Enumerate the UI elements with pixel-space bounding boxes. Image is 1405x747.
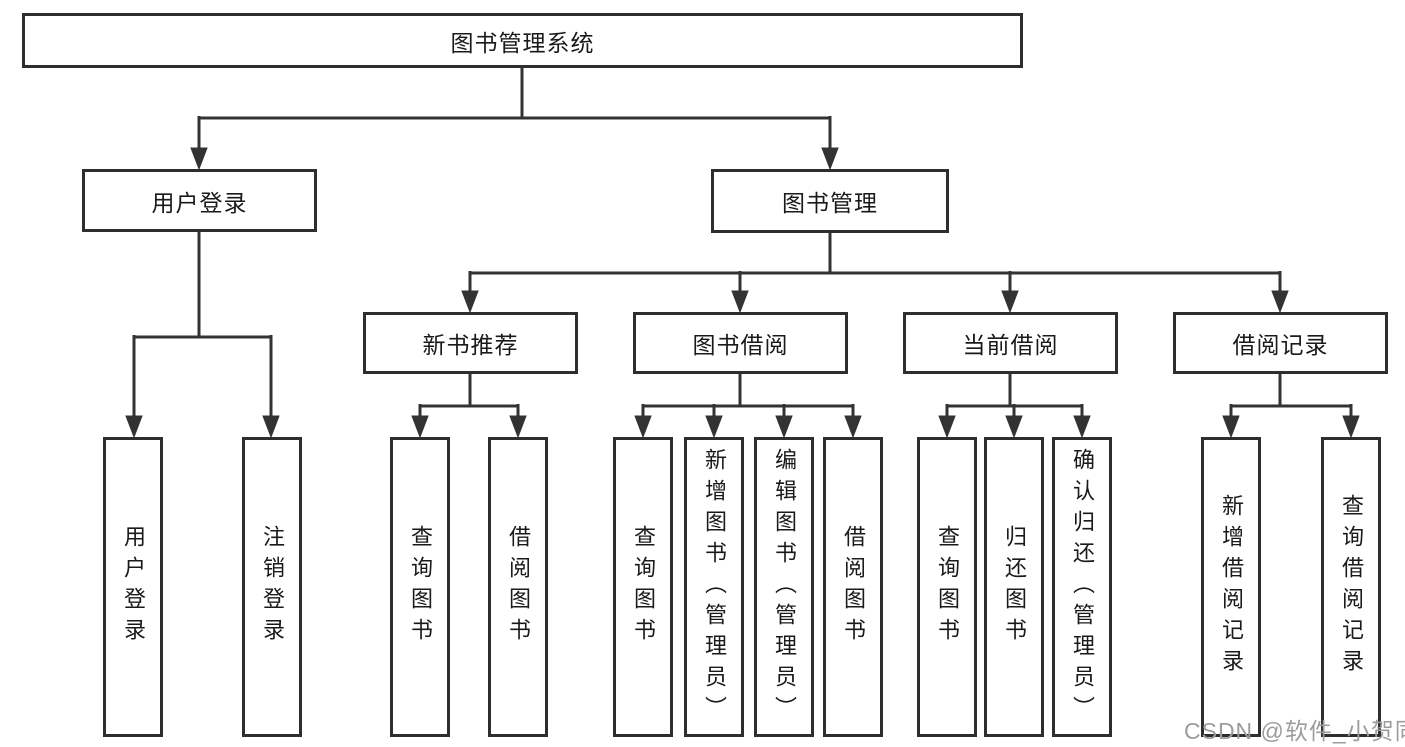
arrowhead-icon <box>190 147 208 171</box>
arrowhead-icon <box>1073 415 1091 439</box>
arrowhead-icon <box>125 415 143 439</box>
arrowhead-icon <box>821 147 839 171</box>
leaf-query-borrowing-record: 查询借阅记录 <box>1321 437 1381 737</box>
csdn-watermark: CSDN @软件_小贺同学 <box>1184 718 1405 744</box>
arrowhead-icon <box>775 415 793 439</box>
arrowhead-icon <box>1271 290 1289 314</box>
arrowhead-icon <box>1342 415 1360 439</box>
node-user-login: 用户登录 <box>82 169 317 232</box>
leaf-add-borrowing-record: 新增借阅记录 <box>1201 437 1261 737</box>
leaf-return-books: 归还图书 <box>984 437 1044 737</box>
connector-current-borrowing-to-leaves <box>945 374 1084 418</box>
leaf-edit-book-admin: 编辑图书（管理员） <box>754 437 814 737</box>
arrowhead-icon <box>262 415 280 439</box>
node-book-management: 图书管理 <box>711 169 949 233</box>
leaf-query-books-current: 查询图书 <box>917 437 977 737</box>
connector-book-management-to-level3 <box>468 233 1282 293</box>
arrowhead-icon <box>411 415 429 439</box>
arrowhead-icon <box>938 415 956 439</box>
arrowhead-icon <box>731 290 749 314</box>
leaf-user-login: 用户登录 <box>103 437 163 737</box>
connector-user-login-to-leaves <box>132 232 273 418</box>
leaf-query-books-recommend: 查询图书 <box>390 437 450 737</box>
connector-borrowing-records-to-leaves <box>1229 374 1353 418</box>
leaf-add-book-admin: 新增图书（管理员） <box>684 437 744 737</box>
node-book-borrowing: 图书借阅 <box>633 312 848 374</box>
arrowheads <box>125 147 1360 439</box>
arrowhead-icon <box>1001 290 1019 314</box>
connector-root-to-level2 <box>197 68 832 150</box>
leaf-logout: 注销登录 <box>242 437 302 737</box>
connector-book-borrowing-to-leaves <box>641 374 855 418</box>
arrowhead-icon <box>844 415 862 439</box>
arrowhead-icon <box>705 415 723 439</box>
node-new-book-recommendation: 新书推荐 <box>363 312 578 374</box>
node-library-management-system: 图书管理系统 <box>22 13 1023 68</box>
arrowhead-icon <box>461 290 479 314</box>
connector-new-book-to-leaves <box>418 374 520 418</box>
arrowhead-icon <box>509 415 527 439</box>
arrowhead-icon <box>1005 415 1023 439</box>
leaf-confirm-return-admin: 确认归还（管理员） <box>1052 437 1112 737</box>
arrowhead-icon <box>634 415 652 439</box>
node-current-borrowing: 当前借阅 <box>903 312 1118 374</box>
node-borrowing-records: 借阅记录 <box>1173 312 1388 374</box>
leaf-borrow-books-borrowing: 借阅图书 <box>823 437 883 737</box>
leaf-borrow-books-recommend: 借阅图书 <box>488 437 548 737</box>
arrowhead-icon <box>1222 415 1240 439</box>
leaf-query-books-borrowing: 查询图书 <box>613 437 673 737</box>
connector-paths <box>132 68 1353 418</box>
